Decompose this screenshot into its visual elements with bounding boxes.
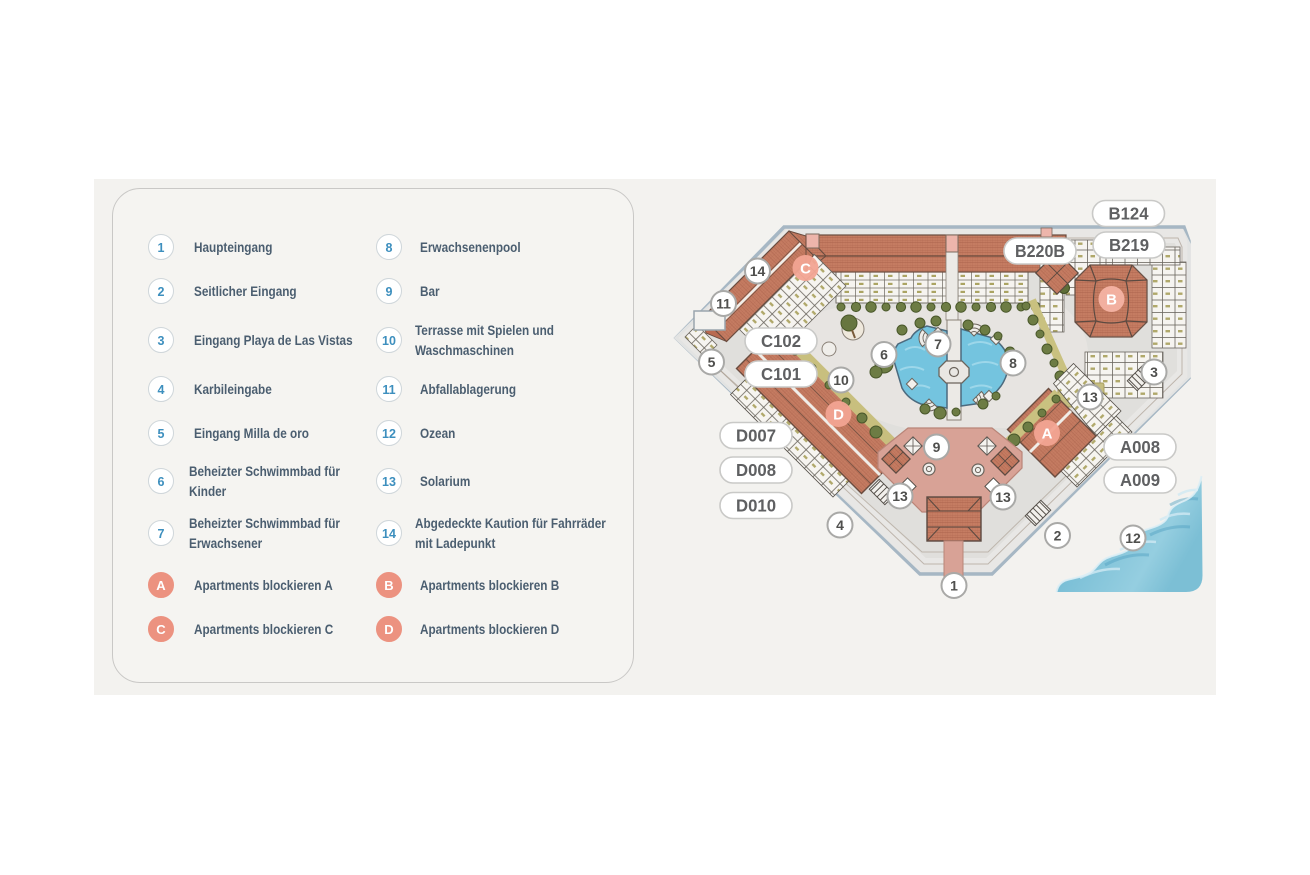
svg-text:5: 5 (708, 354, 716, 370)
svg-text:12: 12 (1125, 530, 1141, 546)
svg-text:7: 7 (934, 336, 942, 352)
svg-text:C102: C102 (761, 331, 801, 351)
svg-text:B219: B219 (1109, 235, 1149, 255)
svg-text:13: 13 (1082, 389, 1098, 405)
svg-text:8: 8 (1009, 355, 1017, 371)
svg-text:4: 4 (836, 517, 844, 533)
svg-text:1: 1 (950, 578, 958, 594)
svg-text:A008: A008 (1120, 437, 1160, 457)
svg-text:B220B: B220B (1015, 241, 1065, 261)
svg-text:B: B (1106, 292, 1117, 309)
svg-text:B124: B124 (1109, 204, 1149, 224)
svg-text:13: 13 (892, 488, 908, 504)
svg-text:C101: C101 (761, 364, 801, 384)
svg-text:6: 6 (880, 347, 888, 363)
svg-text:A: A (1042, 426, 1053, 443)
svg-text:14: 14 (750, 263, 766, 279)
svg-text:9: 9 (933, 439, 941, 455)
svg-text:D: D (833, 407, 844, 424)
svg-text:D007: D007 (736, 426, 776, 446)
svg-text:10: 10 (833, 372, 849, 388)
svg-text:2: 2 (1054, 528, 1062, 544)
svg-text:11: 11 (716, 296, 731, 312)
svg-text:3: 3 (1150, 364, 1158, 380)
svg-text:A009: A009 (1120, 470, 1160, 490)
svg-text:13: 13 (995, 489, 1011, 505)
svg-text:D008: D008 (736, 460, 776, 480)
svg-text:D010: D010 (736, 496, 776, 516)
svg-text:C: C (800, 261, 811, 278)
